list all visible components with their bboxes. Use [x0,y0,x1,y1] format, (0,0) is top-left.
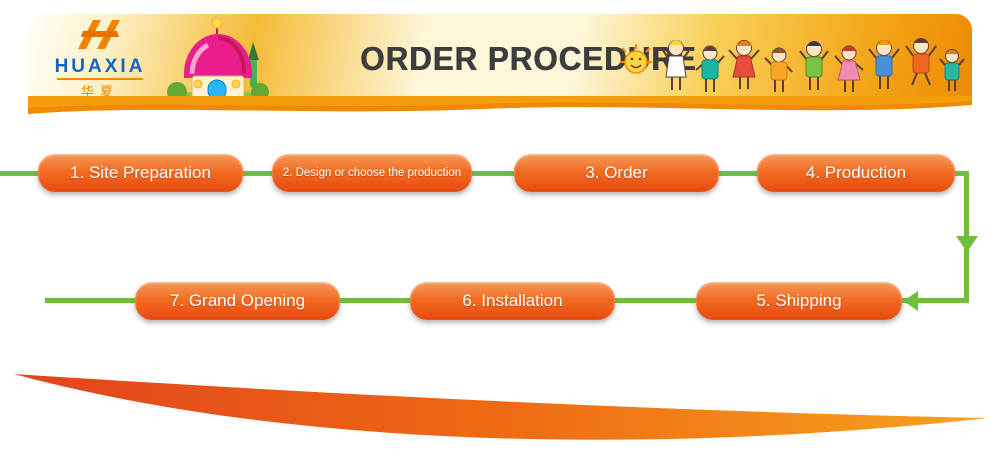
step-production: 4. Production [757,154,955,192]
banner-wave-decoration [28,96,972,114]
connector-line-row1 [0,171,969,176]
step-site-preparation: 1. Site Preparation [38,154,243,192]
header-banner: HUAXIA 华夏 ORDER PROCEDURE [28,14,972,110]
step-grand-opening: 7. Grand Opening [135,282,340,320]
step-label: 3. Order [585,163,648,182]
step-installation: 6. Installation [410,282,615,320]
step-label: 2. Design or choose the production [282,167,462,179]
step-design-or-choose: 2. Design or choose the production [272,154,472,192]
step-shipping: 5. Shipping [696,282,902,320]
step-label: 7. Grand Opening [169,291,306,310]
bottom-swoosh-decoration [14,374,988,440]
logo-underline [57,78,143,80]
step-label: 1. Site Preparation [70,163,211,182]
step-label: 5. Shipping [756,291,842,310]
arrow-down-icon [956,236,978,252]
huaxia-logo-mark-icon [78,20,120,49]
sun-face-icon [620,44,652,74]
arrow-left-icon [903,291,918,311]
huaxia-logo: HUAXIA 华夏 [36,16,164,100]
step-order: 3. Order [514,154,719,192]
step-label: 6. Installation [462,291,563,310]
step-label: 4. Production [805,163,907,182]
logo-chinese-text: 华夏 [80,84,119,99]
logo-text: HUAXIA [54,56,146,77]
children-illustration [620,38,965,92]
